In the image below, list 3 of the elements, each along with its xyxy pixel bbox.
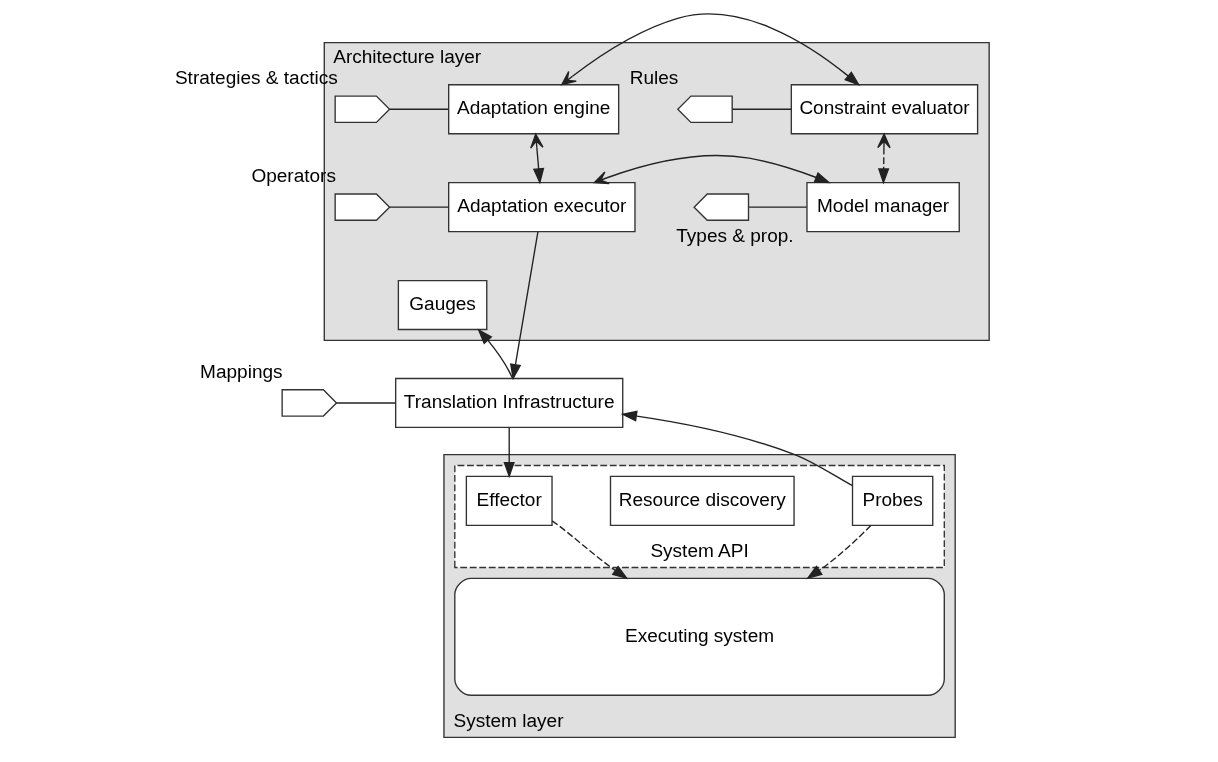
node-label: Types & prop.: [676, 225, 794, 247]
node-label: Mappings: [200, 361, 283, 383]
node-label: Rules: [629, 67, 679, 89]
